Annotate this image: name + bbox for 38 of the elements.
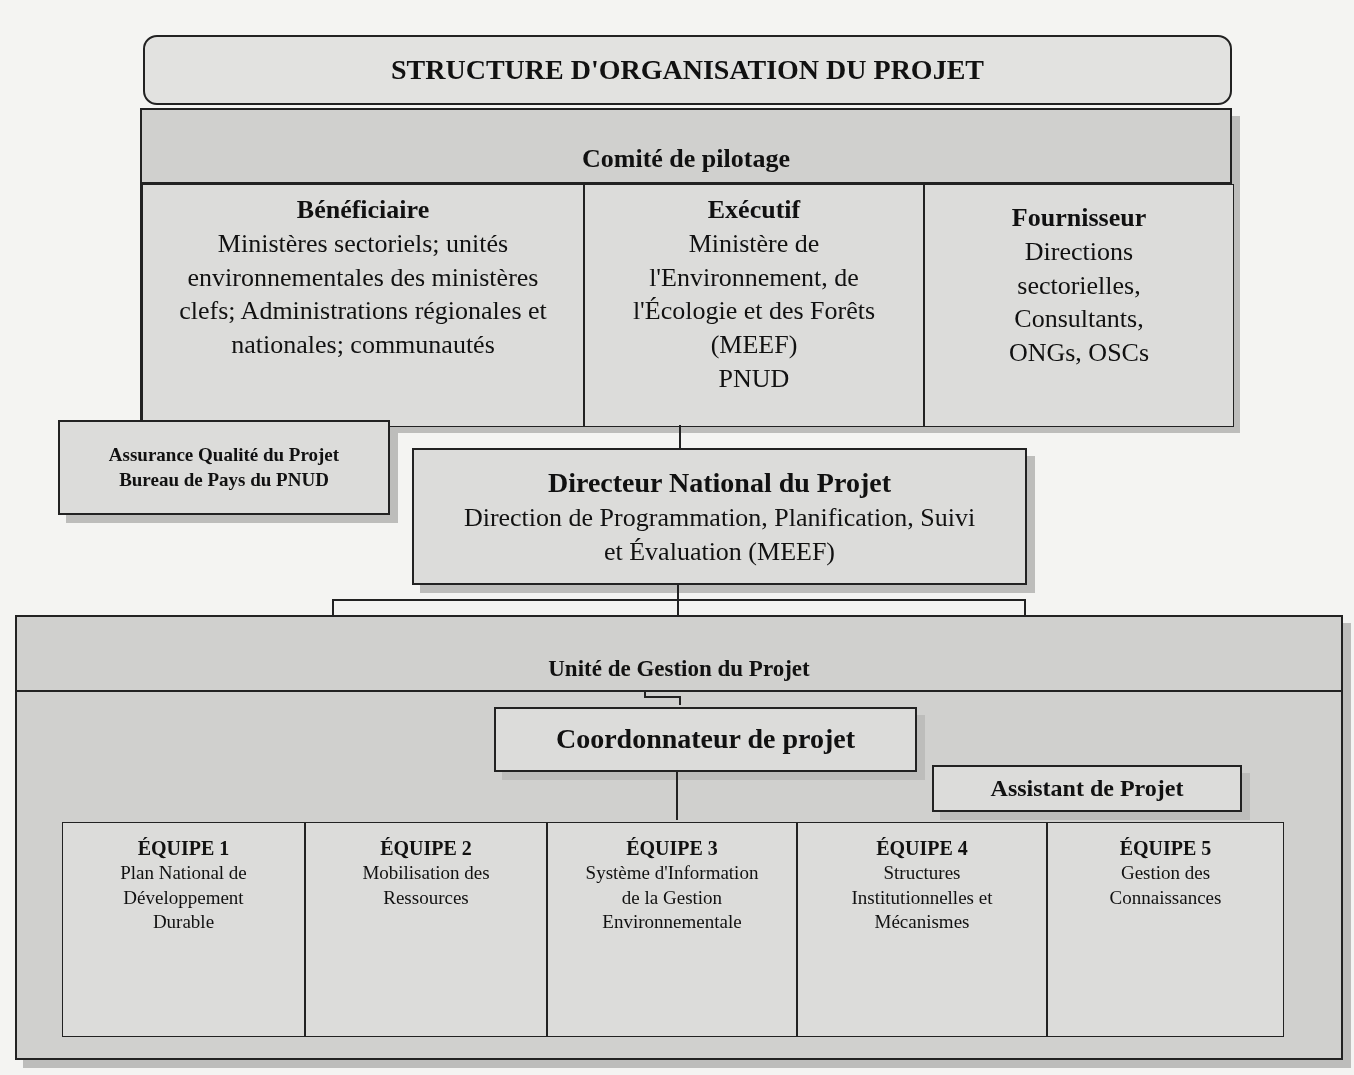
- role-heading: Assistant de Projet: [990, 773, 1184, 803]
- connector-line: [332, 584, 1026, 616]
- role-heading: ÉQUIPE 4: [876, 836, 968, 861]
- connector-line: [679, 424, 681, 449]
- role-box: [305, 822, 547, 1037]
- role-heading: Assurance Qualité du Projet: [108, 442, 340, 467]
- role-box: [142, 184, 584, 427]
- role-heading: Fournisseur: [1011, 202, 1147, 234]
- role-box: [1047, 822, 1284, 1037]
- role-heading: ÉQUIPE 5: [1119, 836, 1212, 861]
- role-box: [62, 822, 305, 1037]
- title-banner: STRUCTURE D'ORGANISATION DU PROJET: [143, 35, 1232, 105]
- role-heading: ÉQUIPE 2: [380, 836, 472, 861]
- role-heading: Comité de pilotage: [582, 143, 790, 176]
- role-description: PNUD: [718, 363, 790, 395]
- connector-line: [676, 769, 678, 821]
- role-heading: ÉQUIPE 3: [626, 836, 718, 861]
- role-heading: Bénéficiaire: [296, 194, 430, 226]
- role-description: Ministère de l'Environnement, de l'Écologie et des Forêts (MEEF): [631, 227, 877, 362]
- connector-line: [644, 689, 681, 706]
- role-box: [584, 184, 924, 427]
- role-description: Direction de Programmation, Planification, Suivi et Évaluation (MEEF): [462, 501, 977, 568]
- role-description: Mobilisation des Ressources: [361, 861, 491, 910]
- role-heading: ÉQUIPE 1: [137, 836, 230, 861]
- role-description: Système d'Information de la Gestion Environnementale: [584, 861, 760, 935]
- role-description: Bureau de Pays du PNUD: [119, 467, 329, 492]
- role-heading: Directeur National du Projet: [548, 465, 891, 500]
- role-description: Ministères sectoriels; unités environnementales des ministères clefs; Administrations régionales et nationales; communautés: [178, 227, 548, 362]
- role-box: [924, 184, 1234, 427]
- role-heading: Coordonnateur de projet: [555, 722, 856, 757]
- role-box: [547, 822, 797, 1037]
- role-description: Structures Institutionnelles et Mécanismes: [850, 861, 994, 935]
- role-box: [797, 822, 1047, 1037]
- role-heading: Exécutif: [707, 194, 801, 226]
- role-description: Plan National de Développement Durable: [119, 861, 248, 935]
- role-heading: Unité de Gestion du Projet: [548, 655, 810, 684]
- role-description: Directions sectorielles, Consultants, ONGs, OSCs: [1007, 235, 1151, 370]
- role-description: Gestion des Connaissances: [1108, 861, 1223, 910]
